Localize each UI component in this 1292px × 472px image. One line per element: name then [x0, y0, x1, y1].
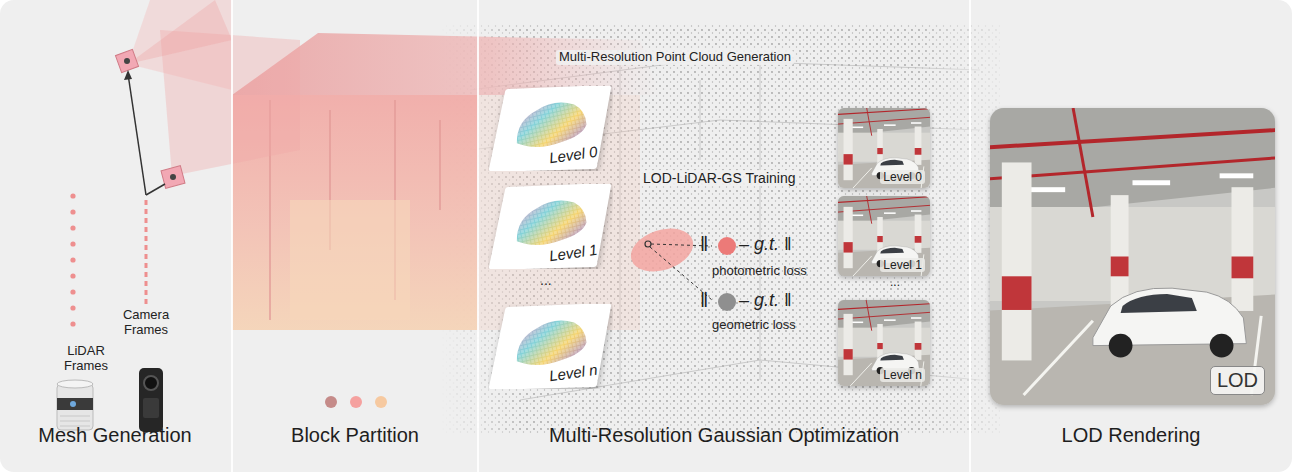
loss-term: – g.t. ‖ — [739, 290, 791, 311]
ellipsis: ... — [540, 272, 552, 288]
level-card: Level 0 — [488, 86, 613, 171]
render-thumbnail: Level 1 — [838, 196, 930, 276]
lod-badge: LOD — [1210, 366, 1265, 395]
loss-name: geometric loss — [712, 318, 796, 333]
loss-name: photometric loss — [712, 264, 807, 279]
stage-title: Mesh Generation — [38, 424, 191, 447]
loss-term: – g.t. ‖ — [739, 234, 791, 255]
norm-bar: ‖ — [700, 289, 708, 312]
level-card: Level n — [488, 304, 613, 389]
stage-title: Block Partition — [291, 424, 419, 447]
sensor-label: LiDAR Frames — [58, 344, 114, 374]
stage-title: Multi-Resolution Gaussian Optimization — [549, 424, 899, 447]
lod-render: LOD — [990, 108, 1275, 405]
parking-scene — [990, 108, 1275, 405]
step-label: Multi-Resolution Point Cloud Generation — [556, 50, 794, 65]
render-thumbnail: Level n — [838, 300, 930, 386]
render-thumbnail: Level 0 — [838, 108, 930, 188]
level-label: Level 0 — [880, 170, 925, 184]
step-label: LOD-LiDAR-GS Training — [640, 170, 799, 186]
norm-bar: ‖ — [700, 233, 708, 256]
stage-title: LOD Rendering — [1062, 424, 1201, 447]
level-card: Level 1 — [488, 184, 613, 269]
level-label: Level n — [880, 368, 925, 382]
sensor-label: Camera Frames — [114, 308, 178, 338]
ellipsis: ... — [890, 276, 900, 290]
level-label: Level 1 — [880, 258, 925, 272]
